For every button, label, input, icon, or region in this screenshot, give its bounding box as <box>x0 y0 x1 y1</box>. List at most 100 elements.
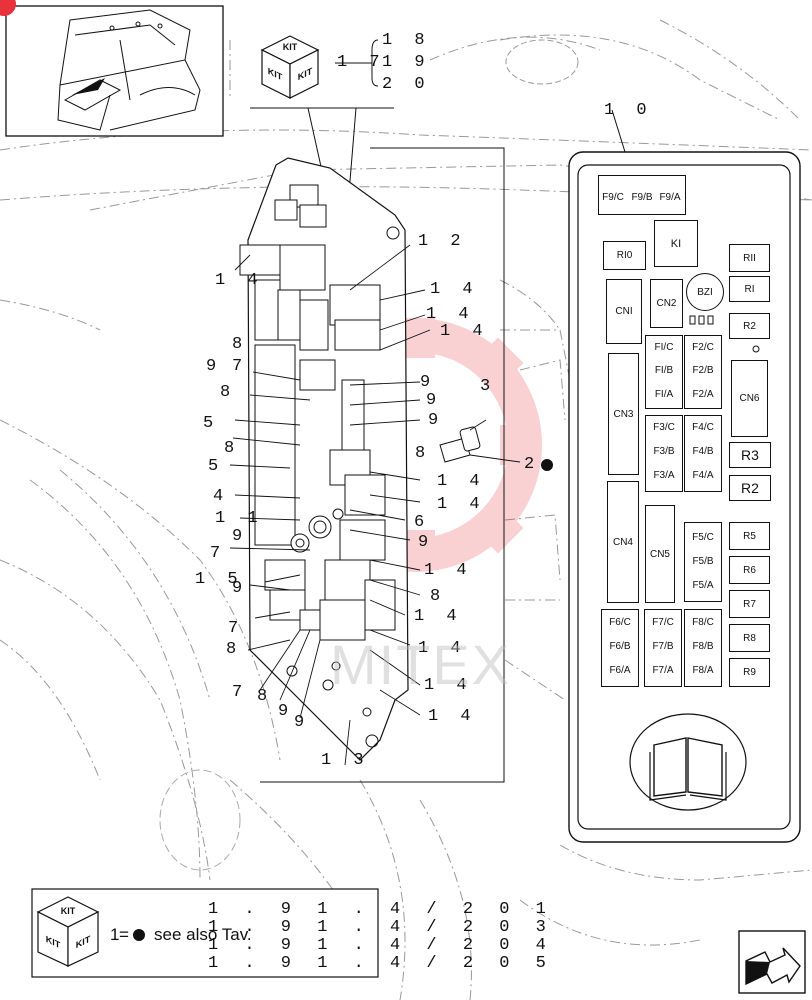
callout-9-h: 9 <box>278 702 295 721</box>
watermark-text: MITEX <box>330 633 512 696</box>
relay-rii: RII <box>729 244 770 272</box>
callout-10: 1 0 <box>604 101 653 120</box>
relay-r3: R3 <box>729 442 771 468</box>
callout-7-b: 7 <box>210 544 227 563</box>
relay-r7: R7 <box>729 590 770 618</box>
fuse-label-f4a: F4/A <box>692 470 714 481</box>
callout-14-j: 1 4 <box>428 707 477 726</box>
callout-8-e: 8 <box>430 587 447 606</box>
callout-18: 1 8 <box>382 31 431 50</box>
callout-14-g: 1 4 <box>414 607 463 626</box>
relay-r8: R8 <box>729 624 770 652</box>
fuse-label-f9b: F9/B <box>631 192 653 203</box>
connector-cn6: CN6 <box>731 360 768 437</box>
fuse-group-f7 <box>644 609 682 687</box>
relay-r2-small: R2 <box>729 313 770 339</box>
legend-ref-1[interactable]: 1 . 9 1 . 4 / 2 0 1 <box>208 900 554 919</box>
relay-r9: R9 <box>729 658 770 687</box>
callout-14-d: 1 4 <box>437 472 486 491</box>
callout-4: 4 <box>213 487 230 506</box>
callout-9-b: 9 <box>420 373 437 392</box>
connector-cn3: CN3 <box>608 353 639 475</box>
fuse-label-f2c: F2/C <box>692 342 714 353</box>
callout-12: 1 2 <box>418 232 467 251</box>
callout-6: 6 <box>414 513 431 532</box>
callout-20: 2 0 <box>382 75 431 94</box>
kit-label-top: KIT <box>282 42 298 52</box>
fuse-group-f1 <box>645 335 683 409</box>
fuse-label-f5c: F5/C <box>692 532 714 543</box>
callout-9-i: 9 <box>294 713 311 732</box>
callout-14-f: 1 4 <box>424 561 473 580</box>
connector-cni: CNI <box>606 279 642 344</box>
legend-ref-4[interactable]: 1 . 9 1 . 4 / 2 0 5 <box>208 954 554 973</box>
fuse-group-f8 <box>684 609 722 687</box>
callout-8-f: 8 <box>226 640 243 659</box>
fuse-label-f8a: F8/A <box>692 665 714 676</box>
fuse-label-f5b: F5/B <box>692 556 714 567</box>
callout-2: 2 <box>524 455 541 474</box>
callout-7-a: 7 <box>232 357 249 376</box>
callout-8-b: 8 <box>220 383 237 402</box>
callout-8-a: 8 <box>232 335 249 354</box>
fuse-label-f1b: FI/B <box>654 365 674 376</box>
callout-7-c: 7 <box>228 619 245 638</box>
callout-7-d: 7 <box>232 683 249 702</box>
callout-14-left: 1 4 <box>215 271 264 290</box>
fuse-label-f8b: F8/B <box>692 641 714 652</box>
fuse-group-f4 <box>684 415 722 492</box>
callout-9-f: 9 <box>418 533 435 552</box>
next-page-arrow-icon[interactable] <box>739 931 805 993</box>
legend-ref-3[interactable]: 1 . 9 1 . 4 / 2 0 4 <box>208 936 554 955</box>
fuse-label-f1c: FI/C <box>654 342 674 353</box>
connector-cn5: CN5 <box>645 505 675 603</box>
callout-5-a: 5 <box>203 414 220 433</box>
callout-14-b: 1 4 <box>426 305 475 324</box>
fuse-label-f2b: F2/B <box>692 365 714 376</box>
callout-9-a: 9 <box>206 357 223 376</box>
fuse-group-f6 <box>601 609 639 687</box>
fuse-group-f3 <box>645 415 683 492</box>
callout-14-a: 1 4 <box>430 280 479 299</box>
callout-5-b: 5 <box>208 457 225 476</box>
fuse-label-f4c: F4/C <box>692 422 714 433</box>
callout-9-d: 9 <box>428 411 445 430</box>
fuse-label-f2a: F2/A <box>692 389 714 400</box>
legend-kit-label-top: KIT <box>60 906 76 916</box>
callout-13: 1 3 <box>321 751 370 770</box>
callout-9-g: 9 <box>232 579 249 598</box>
fuse-label-f7b: F7/B <box>652 641 674 652</box>
fuse-label-f9a: F9/A <box>659 192 681 203</box>
fuse-label-f5a: F5/A <box>692 580 714 591</box>
fuse-label-f6c: F6/C <box>609 617 631 628</box>
fuse-label-f7a: F7/A <box>652 665 674 676</box>
callout-8-c: 8 <box>224 439 241 458</box>
fuse-group-f5 <box>684 522 722 602</box>
callout-14-h: 1 4 <box>418 639 467 658</box>
fuse-label-f9c: F9/C <box>602 192 624 203</box>
callout-8-d: 8 <box>415 444 432 463</box>
connector-cn2: CN2 <box>650 279 683 328</box>
fuse-label-f3c: F3/C <box>653 422 675 433</box>
legend-ref-2[interactable]: 1 . 9 1 . 4 / 2 0 3 <box>208 918 554 937</box>
legend-number: 1 <box>110 925 120 944</box>
fuse-label-f6b: F6/B <box>609 641 631 652</box>
callout-19: 1 9 <box>382 53 431 72</box>
relay-ri: RI <box>729 276 770 302</box>
callout-14-i: 1 4 <box>424 676 473 695</box>
relay-ki: KI <box>654 220 698 267</box>
callout-14-c: 1 4 <box>440 322 489 341</box>
connector-cn4: CN4 <box>607 481 639 603</box>
callout-17: 1 7 <box>337 53 386 72</box>
fuse-group-f2 <box>684 335 722 409</box>
fuse-label-f3b: F3/B <box>653 446 675 457</box>
fuse-label-f8c: F8/C <box>692 617 714 628</box>
callout-15: 1 5 <box>195 570 244 589</box>
fuse-label-f4b: F4/B <box>692 446 714 457</box>
legend-text[interactable]: see also Tav. <box>154 925 252 944</box>
callout-11: 1 1 <box>215 509 264 528</box>
fuse-group-f9 <box>598 175 686 215</box>
callout-9-e: 9 <box>232 527 249 546</box>
